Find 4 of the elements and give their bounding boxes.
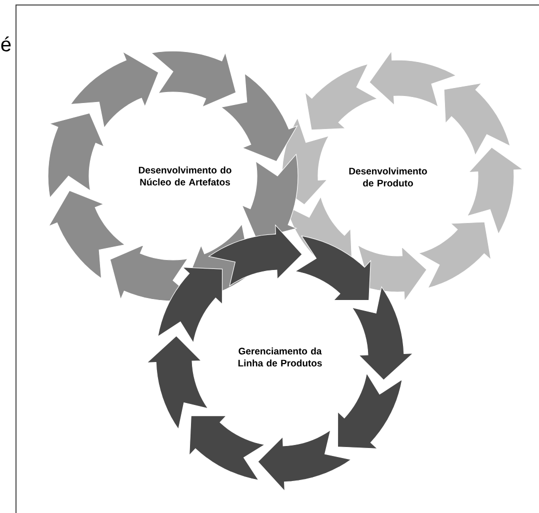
cycle-label: Desenvolvimento de Produto [349,168,427,186]
cycle-label: Desenvolvimento do Núcleo de Artefatos [138,166,232,186]
cycle-label: Gerenciamento da Linha de Produtos [238,348,322,366]
text-fragment: é [1,36,11,52]
